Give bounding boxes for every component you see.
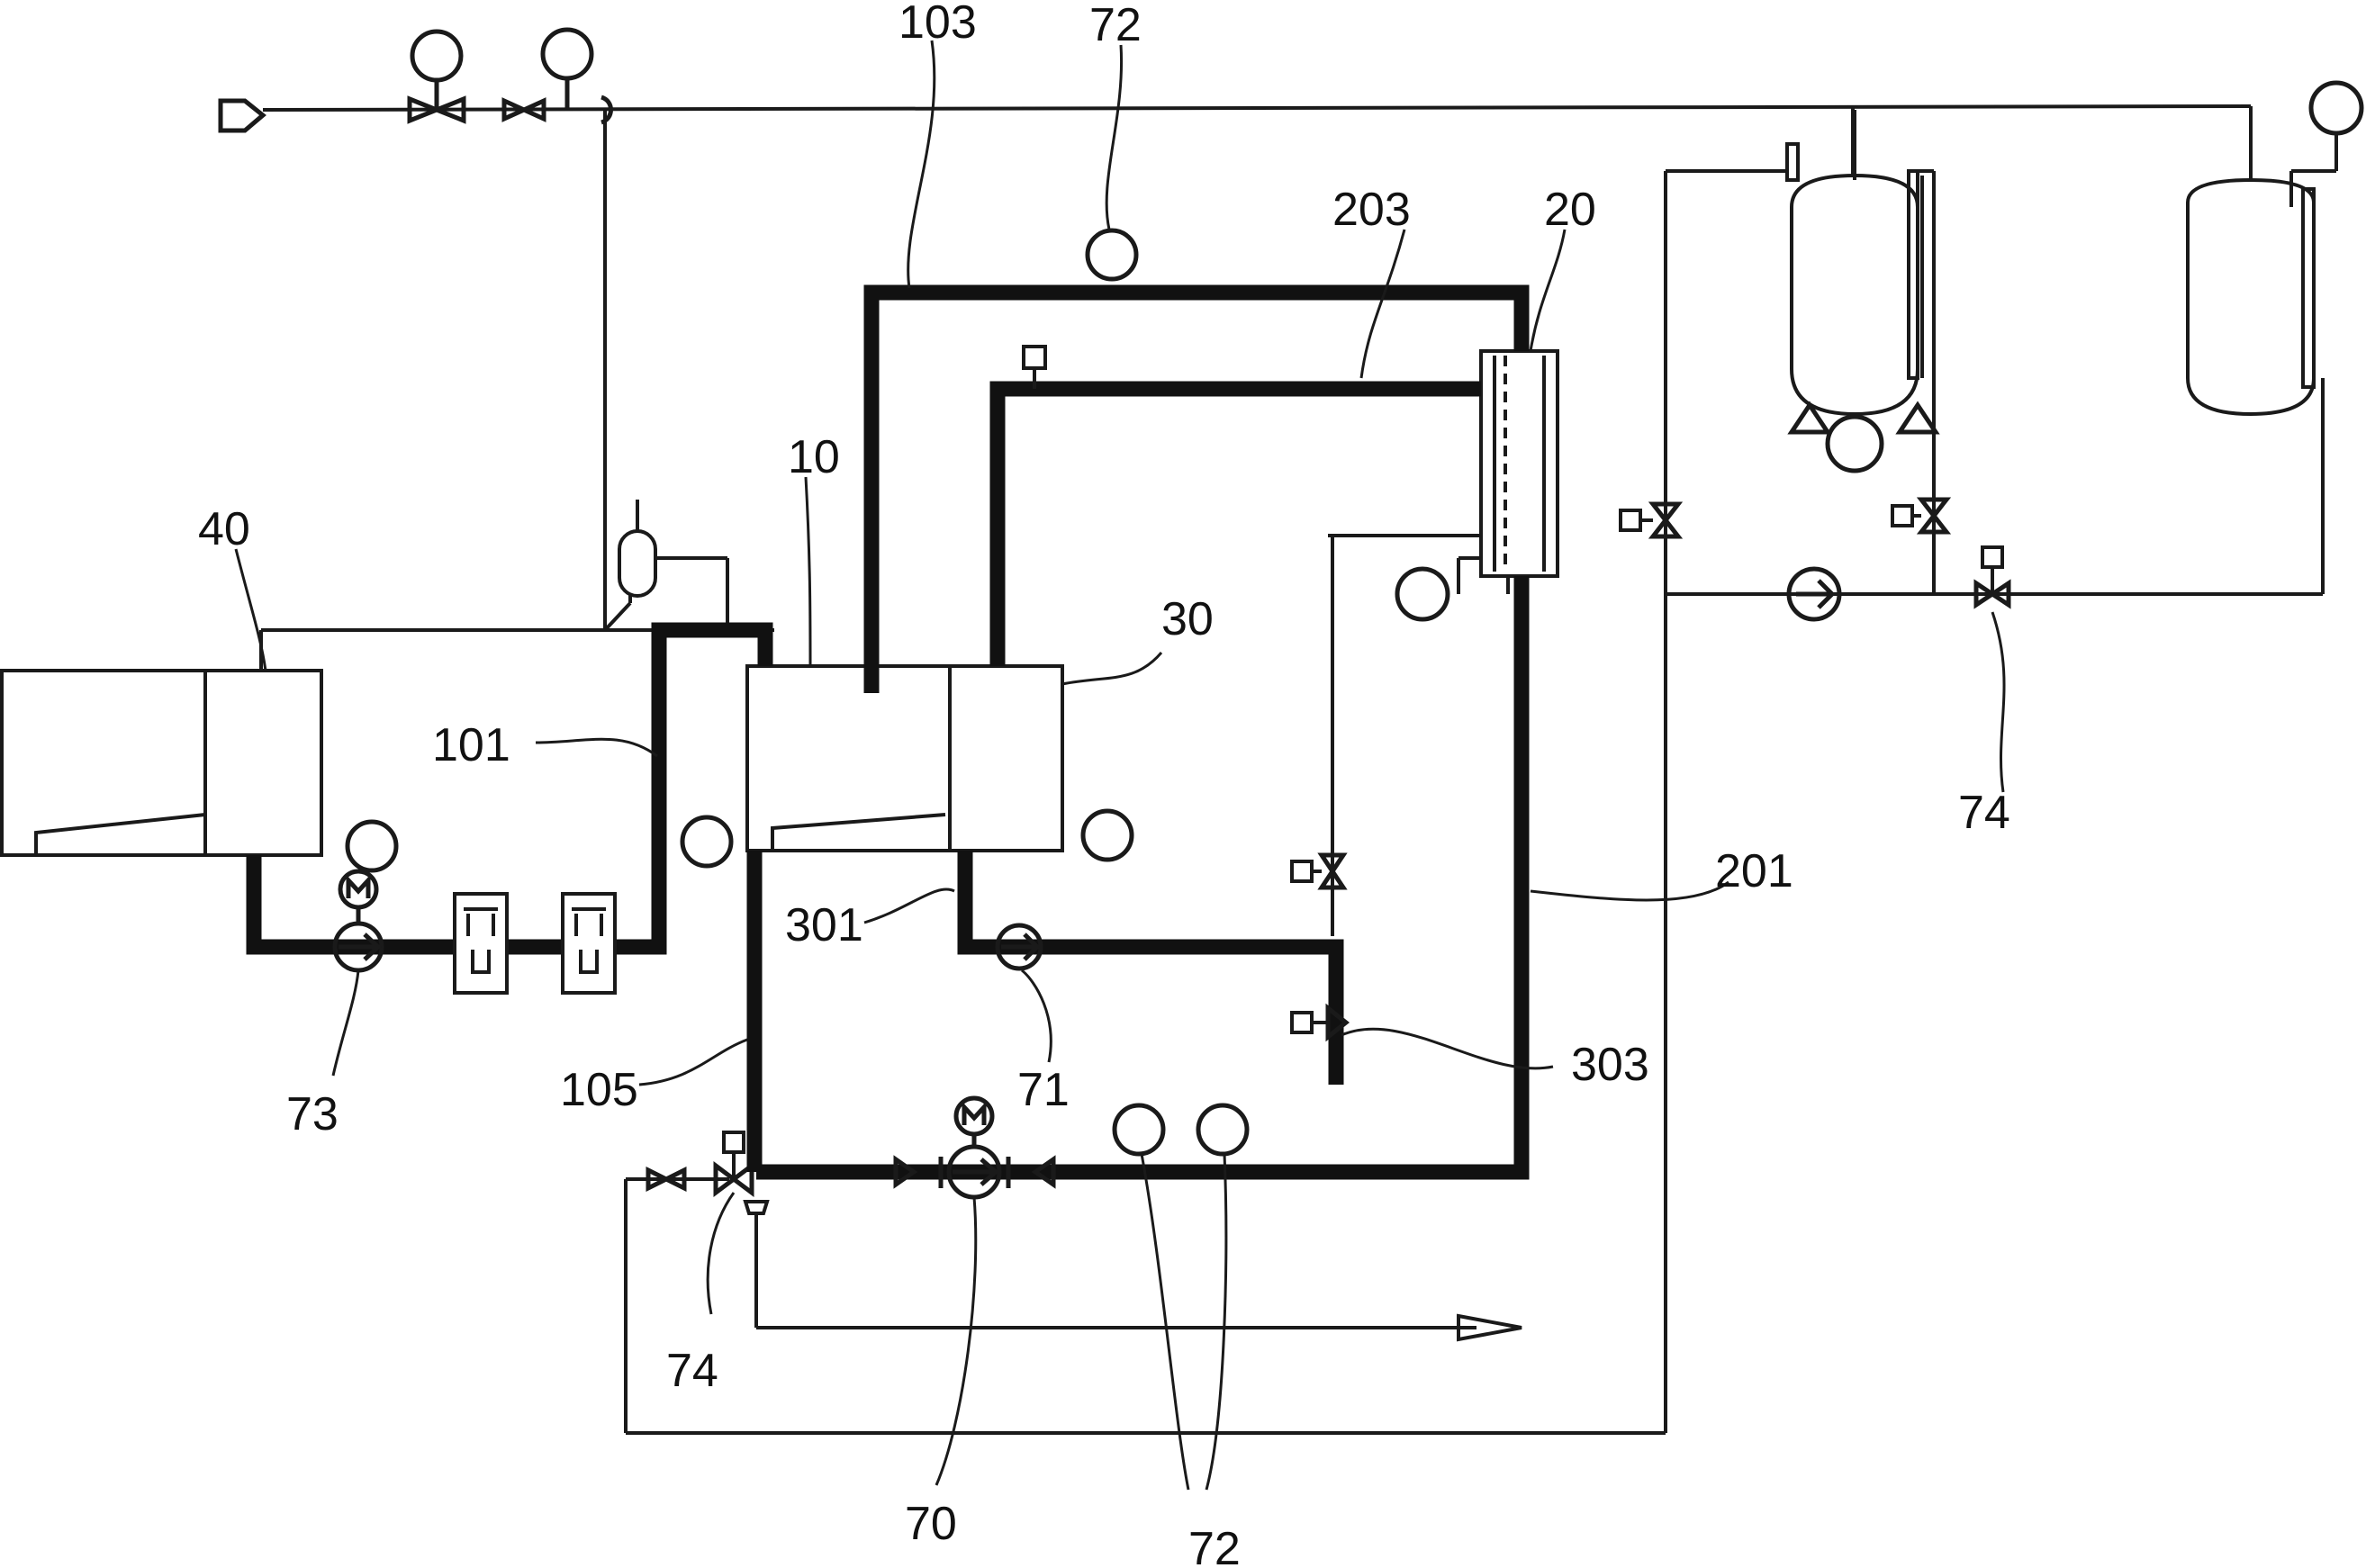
supply-gauge-1: [410, 29, 464, 83]
leader-lines: [234, 40, 2006, 1491]
filter-housings: [453, 892, 617, 995]
label-20: 20: [1544, 184, 1596, 236]
label-40: 40: [198, 503, 250, 555]
label-30: 30: [1161, 593, 1214, 645]
mix-vessel: [1785, 110, 1940, 473]
label-74-left: 74: [666, 1345, 718, 1397]
reference-labels: 103 72 203 20 10 40 30 101 201 74 301 30…: [198, 0, 2010, 1568]
vent-filter: [618, 529, 657, 598]
mix-vessel-scale: [1825, 414, 1884, 473]
supply-control-valve: [407, 29, 466, 124]
label-10: 10: [788, 431, 840, 483]
valve-74-left: [713, 1131, 754, 1197]
return-hand-valve: [646, 1166, 687, 1193]
line-203-valve: [1022, 345, 1047, 389]
cip-loop: [624, 169, 2325, 1435]
line-203: [989, 381, 1481, 666]
vent-piping: [259, 500, 774, 671]
label-303: 303: [1571, 1039, 1649, 1091]
cip-valve-right: [1891, 497, 1952, 535]
label-105: 105: [560, 1064, 638, 1116]
supply-hand-valve: [501, 97, 546, 122]
pump-71: [995, 923, 1043, 971]
line-201-gauges: [1112, 1103, 1250, 1157]
drain-arrow: [1457, 1313, 1522, 1342]
unit-10-gauge: [680, 815, 734, 869]
cip-pump: [1786, 566, 1842, 622]
label-74-right: 74: [1958, 787, 2010, 839]
unit-30: [948, 664, 1134, 862]
unit-20-gauge: [1395, 566, 1450, 622]
label-201: 201: [1715, 845, 1793, 897]
line-201: [756, 576, 1530, 1180]
supply-line: [218, 27, 2364, 630]
pump-73: [332, 869, 384, 973]
line-103-gauge: [1085, 228, 1139, 282]
label-72-top: 72: [1089, 0, 1142, 51]
supply-gauge-2: [540, 27, 594, 81]
line-303-valve: [1290, 852, 1348, 890]
label-73: 73: [286, 1088, 339, 1140]
label-101: 101: [432, 719, 510, 771]
valve-74-right: [1973, 545, 2011, 609]
label-203: 203: [1332, 184, 1411, 236]
label-103: 103: [899, 0, 977, 49]
line-103: [863, 284, 1530, 693]
label-72-bottom: 72: [1188, 1523, 1241, 1568]
line-101: [246, 622, 773, 955]
inlet-arrow: [218, 98, 266, 133]
unit-30-gauge: [1080, 808, 1134, 862]
storage-tank: [2186, 169, 2336, 417]
unit-10: [680, 664, 952, 869]
label-71: 71: [1017, 1064, 1070, 1116]
label-301: 301: [785, 899, 863, 951]
line-303-valve-lower: [1325, 1003, 1350, 1042]
tank-gauge: [2308, 80, 2364, 136]
unit-40: [0, 669, 399, 873]
unit-40-gauge: [345, 819, 399, 873]
label-70: 70: [905, 1498, 957, 1550]
cip-valve-left: [1619, 501, 1684, 539]
